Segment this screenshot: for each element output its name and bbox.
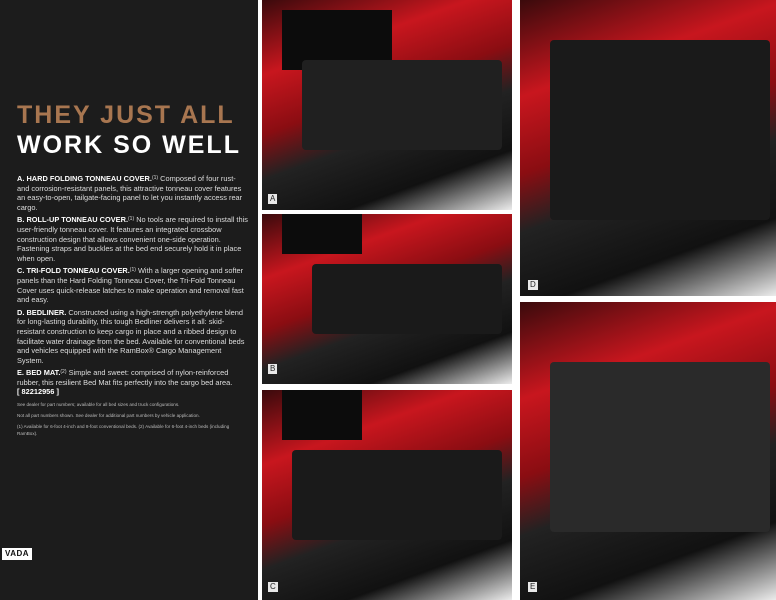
footnote: See dealer for part numbers; available f… xyxy=(17,402,180,408)
footnote-ref: (2) xyxy=(60,369,67,376)
page-heading: THEY JUST ALL WORK SO WELL xyxy=(17,100,249,160)
photo-hard-folding-cover: A xyxy=(262,0,512,210)
item-text: Simple and sweet: comprised of nylon-rei… xyxy=(17,368,233,387)
footnote: Not all part numbers shown. See dealer f… xyxy=(17,413,200,419)
heading-line-1: THEY JUST ALL xyxy=(17,101,235,129)
item-title: E. BED MAT. xyxy=(17,368,61,378)
vada-logo: VADA xyxy=(2,548,33,560)
item-text: With a larger opening and softer panels … xyxy=(17,266,244,305)
photo-label: B xyxy=(268,364,278,374)
item-d: D. BEDLINER. Constructed using a high-st… xyxy=(17,308,249,366)
photo-bedliner: D xyxy=(520,0,776,296)
item-text: Constructed using a high-strength polyet… xyxy=(17,307,245,365)
item-b: B. ROLL-UP TONNEAU COVER.(1) No tools ar… xyxy=(17,215,249,263)
part-number: [ 82212956 ] xyxy=(17,387,59,397)
item-text: Composed of four rust- and corrosion-res… xyxy=(17,174,243,212)
photo-roll-up-cover: B xyxy=(262,214,512,384)
photo-bed-mat: E xyxy=(520,302,776,600)
item-text: No tools are required to install this us… xyxy=(17,215,248,263)
photo-label: D xyxy=(528,280,538,290)
footnote: (1) Available for 6-foot 4-inch and 8-fo… xyxy=(17,424,230,437)
photo-label: C xyxy=(268,582,278,592)
item-title: B. ROLL-UP TONNEAU COVER. xyxy=(17,215,129,225)
item-title: A. HARD FOLDING TONNEAU COVER. xyxy=(17,174,152,183)
item-title: D. BEDLINER. xyxy=(17,307,67,317)
item-title: C. TRI-FOLD TONNEAU COVER. xyxy=(17,266,130,276)
item-a: A. HARD FOLDING TONNEAU COVER.(1) Compos… xyxy=(17,174,249,212)
footnote-ref: (1) xyxy=(128,216,135,223)
photo-label: E xyxy=(528,582,538,592)
footnote-ref: (1) xyxy=(151,175,159,181)
item-e: E. BED MAT.(2) Simple and sweet: compris… xyxy=(17,368,249,397)
item-c: C. TRI-FOLD TONNEAU COVER.(1) With a lar… xyxy=(17,266,249,304)
text-panel: THEY JUST ALL WORK SO WELL A. HARD FOLDI… xyxy=(0,0,258,600)
heading-line-2: WORK SO WELL xyxy=(17,131,241,159)
photo-tri-fold-cover: C xyxy=(262,390,512,600)
footnote-ref: (1) xyxy=(129,267,136,274)
photo-label: A xyxy=(268,194,278,204)
product-descriptions: A. HARD FOLDING TONNEAU COVER.(1) Compos… xyxy=(17,174,249,437)
